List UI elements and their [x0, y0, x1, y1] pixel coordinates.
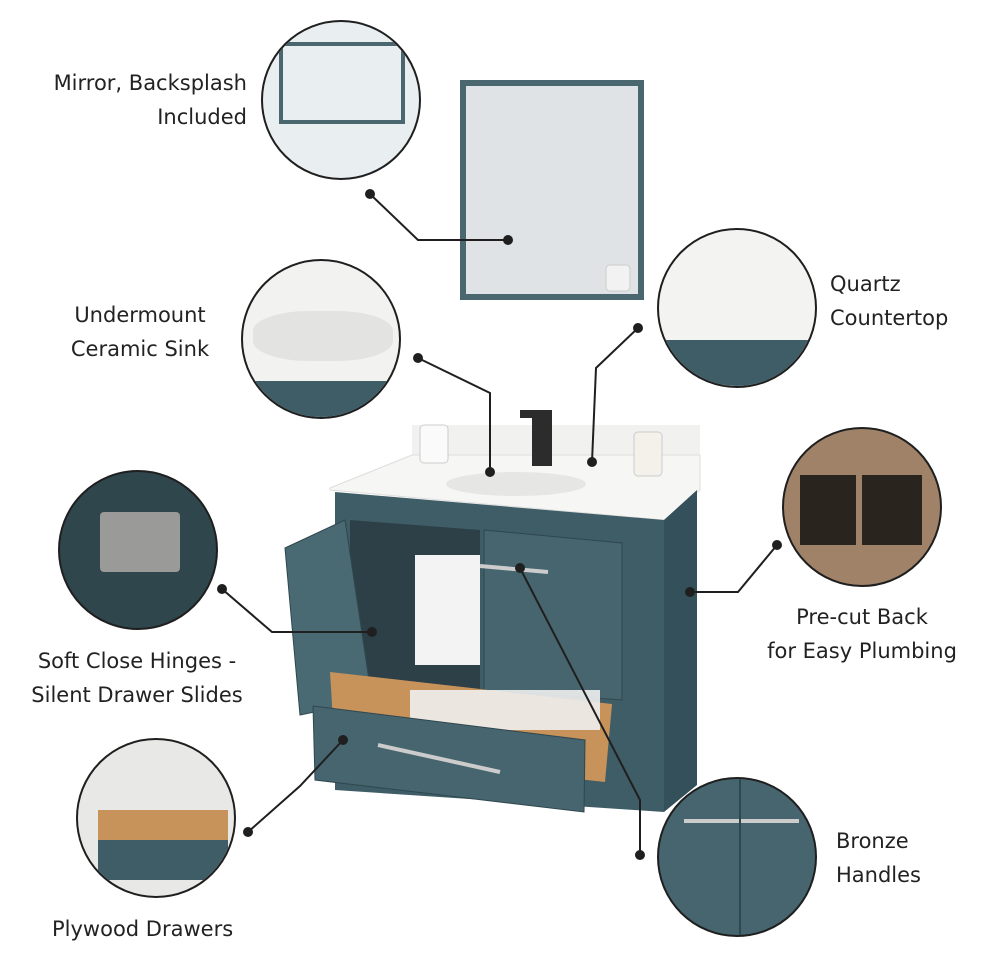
- mirror-label-line1: Mirror, Backsplash: [53, 71, 247, 95]
- handles-label-line1: Bronze: [836, 829, 909, 853]
- drawers-label-line1: Plywood Drawers: [52, 917, 234, 941]
- mirror-label-line2: Included: [157, 105, 247, 129]
- sink-label-line1: Undermount: [74, 303, 206, 327]
- mirror-label: Mirror, Backsplash Included: [54, 66, 247, 134]
- handle-detail-circle: [657, 777, 817, 937]
- sink-label-line2: Ceramic Sink: [70, 337, 210, 361]
- back-label: Pre-cut Back for Easy Plumbing: [742, 600, 982, 668]
- hinges-label-line2: Silent Drawer Slides: [31, 683, 243, 707]
- back-label-line2: for Easy Plumbing: [767, 639, 957, 663]
- cabinet: [284, 490, 697, 813]
- hinges-label-line1: Soft Close Hinges -: [37, 649, 237, 673]
- countertop-label-line2: Countertop: [830, 306, 949, 330]
- countertop-label-line1: Quartz: [830, 272, 901, 296]
- drawers-label: Plywood Drawers: [52, 912, 233, 946]
- countertop: [329, 410, 701, 521]
- sink-label: Undermount Ceramic Sink: [40, 298, 240, 366]
- hinges-label: Soft Close Hinges - Silent Drawer Slides: [12, 644, 262, 712]
- handles-label-line2: Handles: [836, 863, 921, 887]
- countertop-label: Quartz Countertop: [830, 267, 948, 335]
- handles-label: Bronze Handles: [836, 824, 921, 892]
- sink-detail-circle: [241, 259, 401, 419]
- countertop-detail-circle: [657, 228, 817, 388]
- drawer-detail-circle: [76, 738, 236, 898]
- hinge-detail-circle: [58, 470, 218, 630]
- mirror-detail-circle: [261, 20, 421, 180]
- back-label-line1: Pre-cut Back: [796, 605, 928, 629]
- mirror: [460, 80, 644, 300]
- back-detail-circle: [782, 427, 942, 587]
